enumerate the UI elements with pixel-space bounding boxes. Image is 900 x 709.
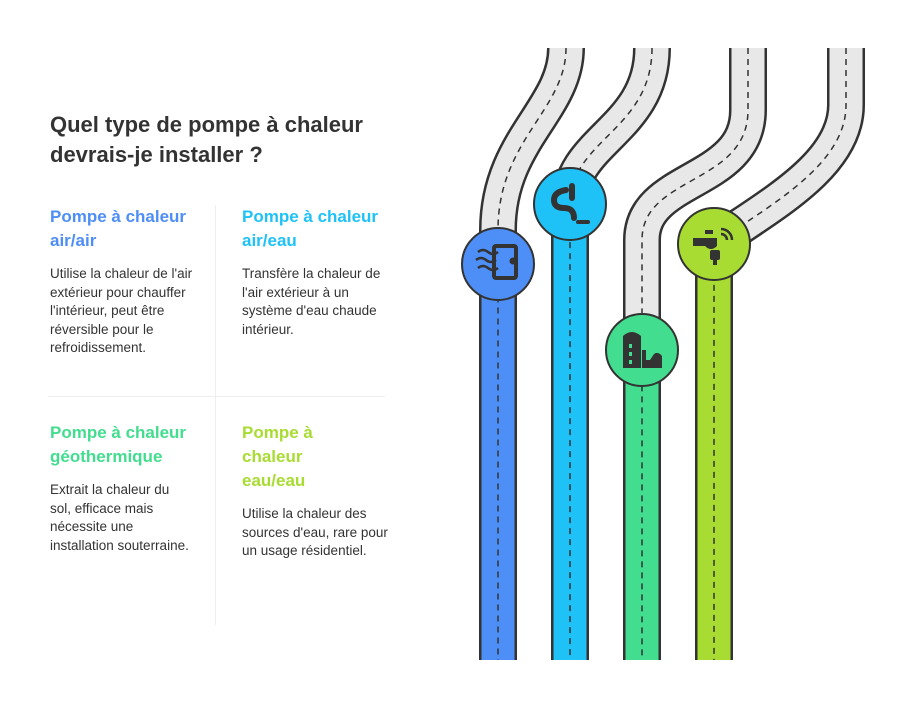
road-1 xyxy=(479,46,585,660)
smart-faucet-icon xyxy=(677,207,751,281)
option-heading: Pompe à chaleur air/eau xyxy=(242,207,379,250)
option-text: Transfère la chaleur de l'air extérieur … xyxy=(242,266,381,337)
air-wave-icon xyxy=(461,227,535,301)
option-text: Utilise la chaleur de l'air extérieur po… xyxy=(50,266,193,355)
option-heading: Pompe à chaleur air/air xyxy=(50,207,187,250)
divider-horizontal xyxy=(48,396,385,397)
option-eau-eau: Pompe à chaleur eau/eau Utilise la chale… xyxy=(242,421,392,561)
option-air-eau: Pompe à chaleur air/eau Transfère la cha… xyxy=(242,205,392,339)
road-3 xyxy=(623,48,767,660)
divider-vertical xyxy=(215,205,216,625)
option-geothermique: Pompe à chaleur géothermique Extrait la … xyxy=(50,421,190,555)
pipe-icon xyxy=(533,167,607,241)
building-ground-icon xyxy=(605,313,679,387)
option-text: Extrait la chaleur du sol, efficace mais… xyxy=(50,482,189,553)
option-text: Utilise la chaleur des sources d'eau, ra… xyxy=(242,506,388,558)
option-air-air: Pompe à chaleur air/air Utilise la chale… xyxy=(50,205,200,358)
page-title: Quel type de pompe à chaleur devrais-je … xyxy=(50,112,363,167)
option-heading: Pompe à chaleur eau/eau xyxy=(242,423,313,490)
option-heading: Pompe à chaleur géothermique xyxy=(50,423,187,466)
